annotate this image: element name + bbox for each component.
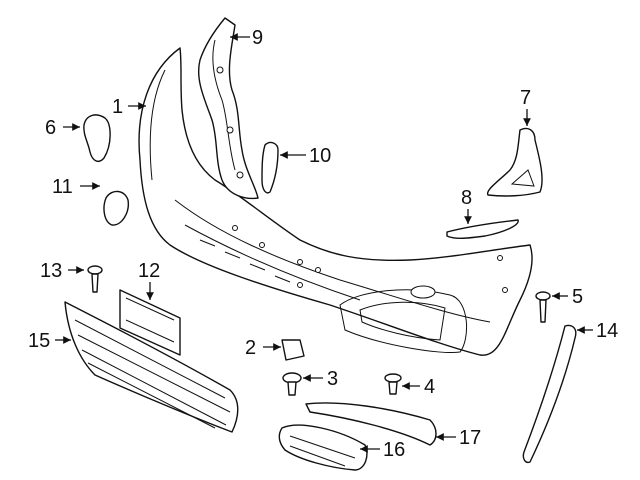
screw-13: [87, 265, 103, 293]
callout-1: 1: [112, 96, 123, 118]
side-bracket-10: [261, 141, 279, 194]
callout-6: 6: [45, 117, 56, 139]
clip-2: [281, 339, 305, 361]
callouts: 1 2 3 4 5 6 7 8 9 10 11 12 13 14 15 16 1…: [28, 27, 618, 461]
callout-10: 10: [309, 145, 331, 167]
grille-insert-16: [278, 424, 368, 471]
trim-strip-8: [446, 219, 519, 239]
support-bracket: [197, 17, 259, 200]
callout-8: 8: [461, 187, 472, 209]
leader-lines: [55, 33, 593, 453]
screw-5: [535, 291, 551, 323]
tow-hook-cover-11: [103, 190, 129, 226]
tow-hook-cover-6: [83, 114, 111, 162]
callout-7: 7: [520, 87, 531, 109]
callout-15: 15: [28, 330, 50, 352]
callout-14: 14: [596, 320, 618, 342]
trim-strip-17: [305, 402, 437, 446]
push-clip-4: [384, 373, 402, 395]
callout-3: 3: [327, 368, 338, 390]
corner-bracket-7: [486, 127, 543, 197]
license-plate-bracket: [119, 289, 181, 356]
callout-5: 5: [572, 286, 583, 308]
callout-13: 13: [40, 260, 62, 282]
callout-2: 2: [245, 337, 256, 359]
callout-11: 11: [52, 176, 73, 198]
callout-17: 17: [459, 427, 481, 449]
screw-3: [282, 372, 302, 396]
callout-16: 16: [383, 439, 405, 461]
lower-grille-15: [64, 301, 239, 433]
side-reflector-14: [522, 324, 577, 464]
callout-12: 12: [138, 260, 160, 282]
bumper-cover: [138, 47, 533, 356]
callout-9: 9: [252, 27, 263, 49]
callout-4: 4: [424, 376, 435, 398]
